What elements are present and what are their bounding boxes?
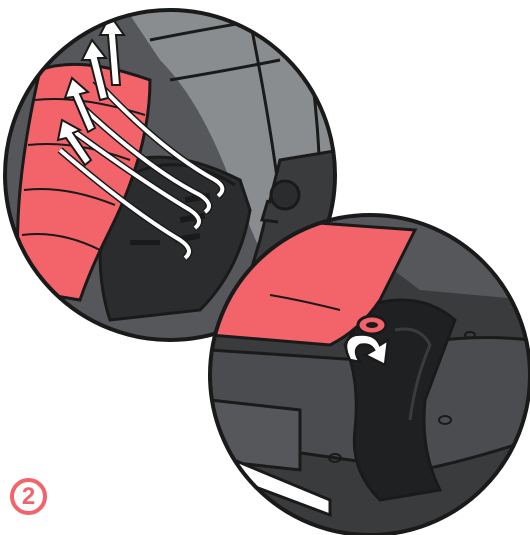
belt-release-panel [208,213,530,535]
strap-pull-arrows-icon [56,13,126,167]
rotate-arrow-icon [344,333,390,367]
step-number-badge: 2 [10,478,47,515]
harness-adjust-panel [3,8,337,342]
